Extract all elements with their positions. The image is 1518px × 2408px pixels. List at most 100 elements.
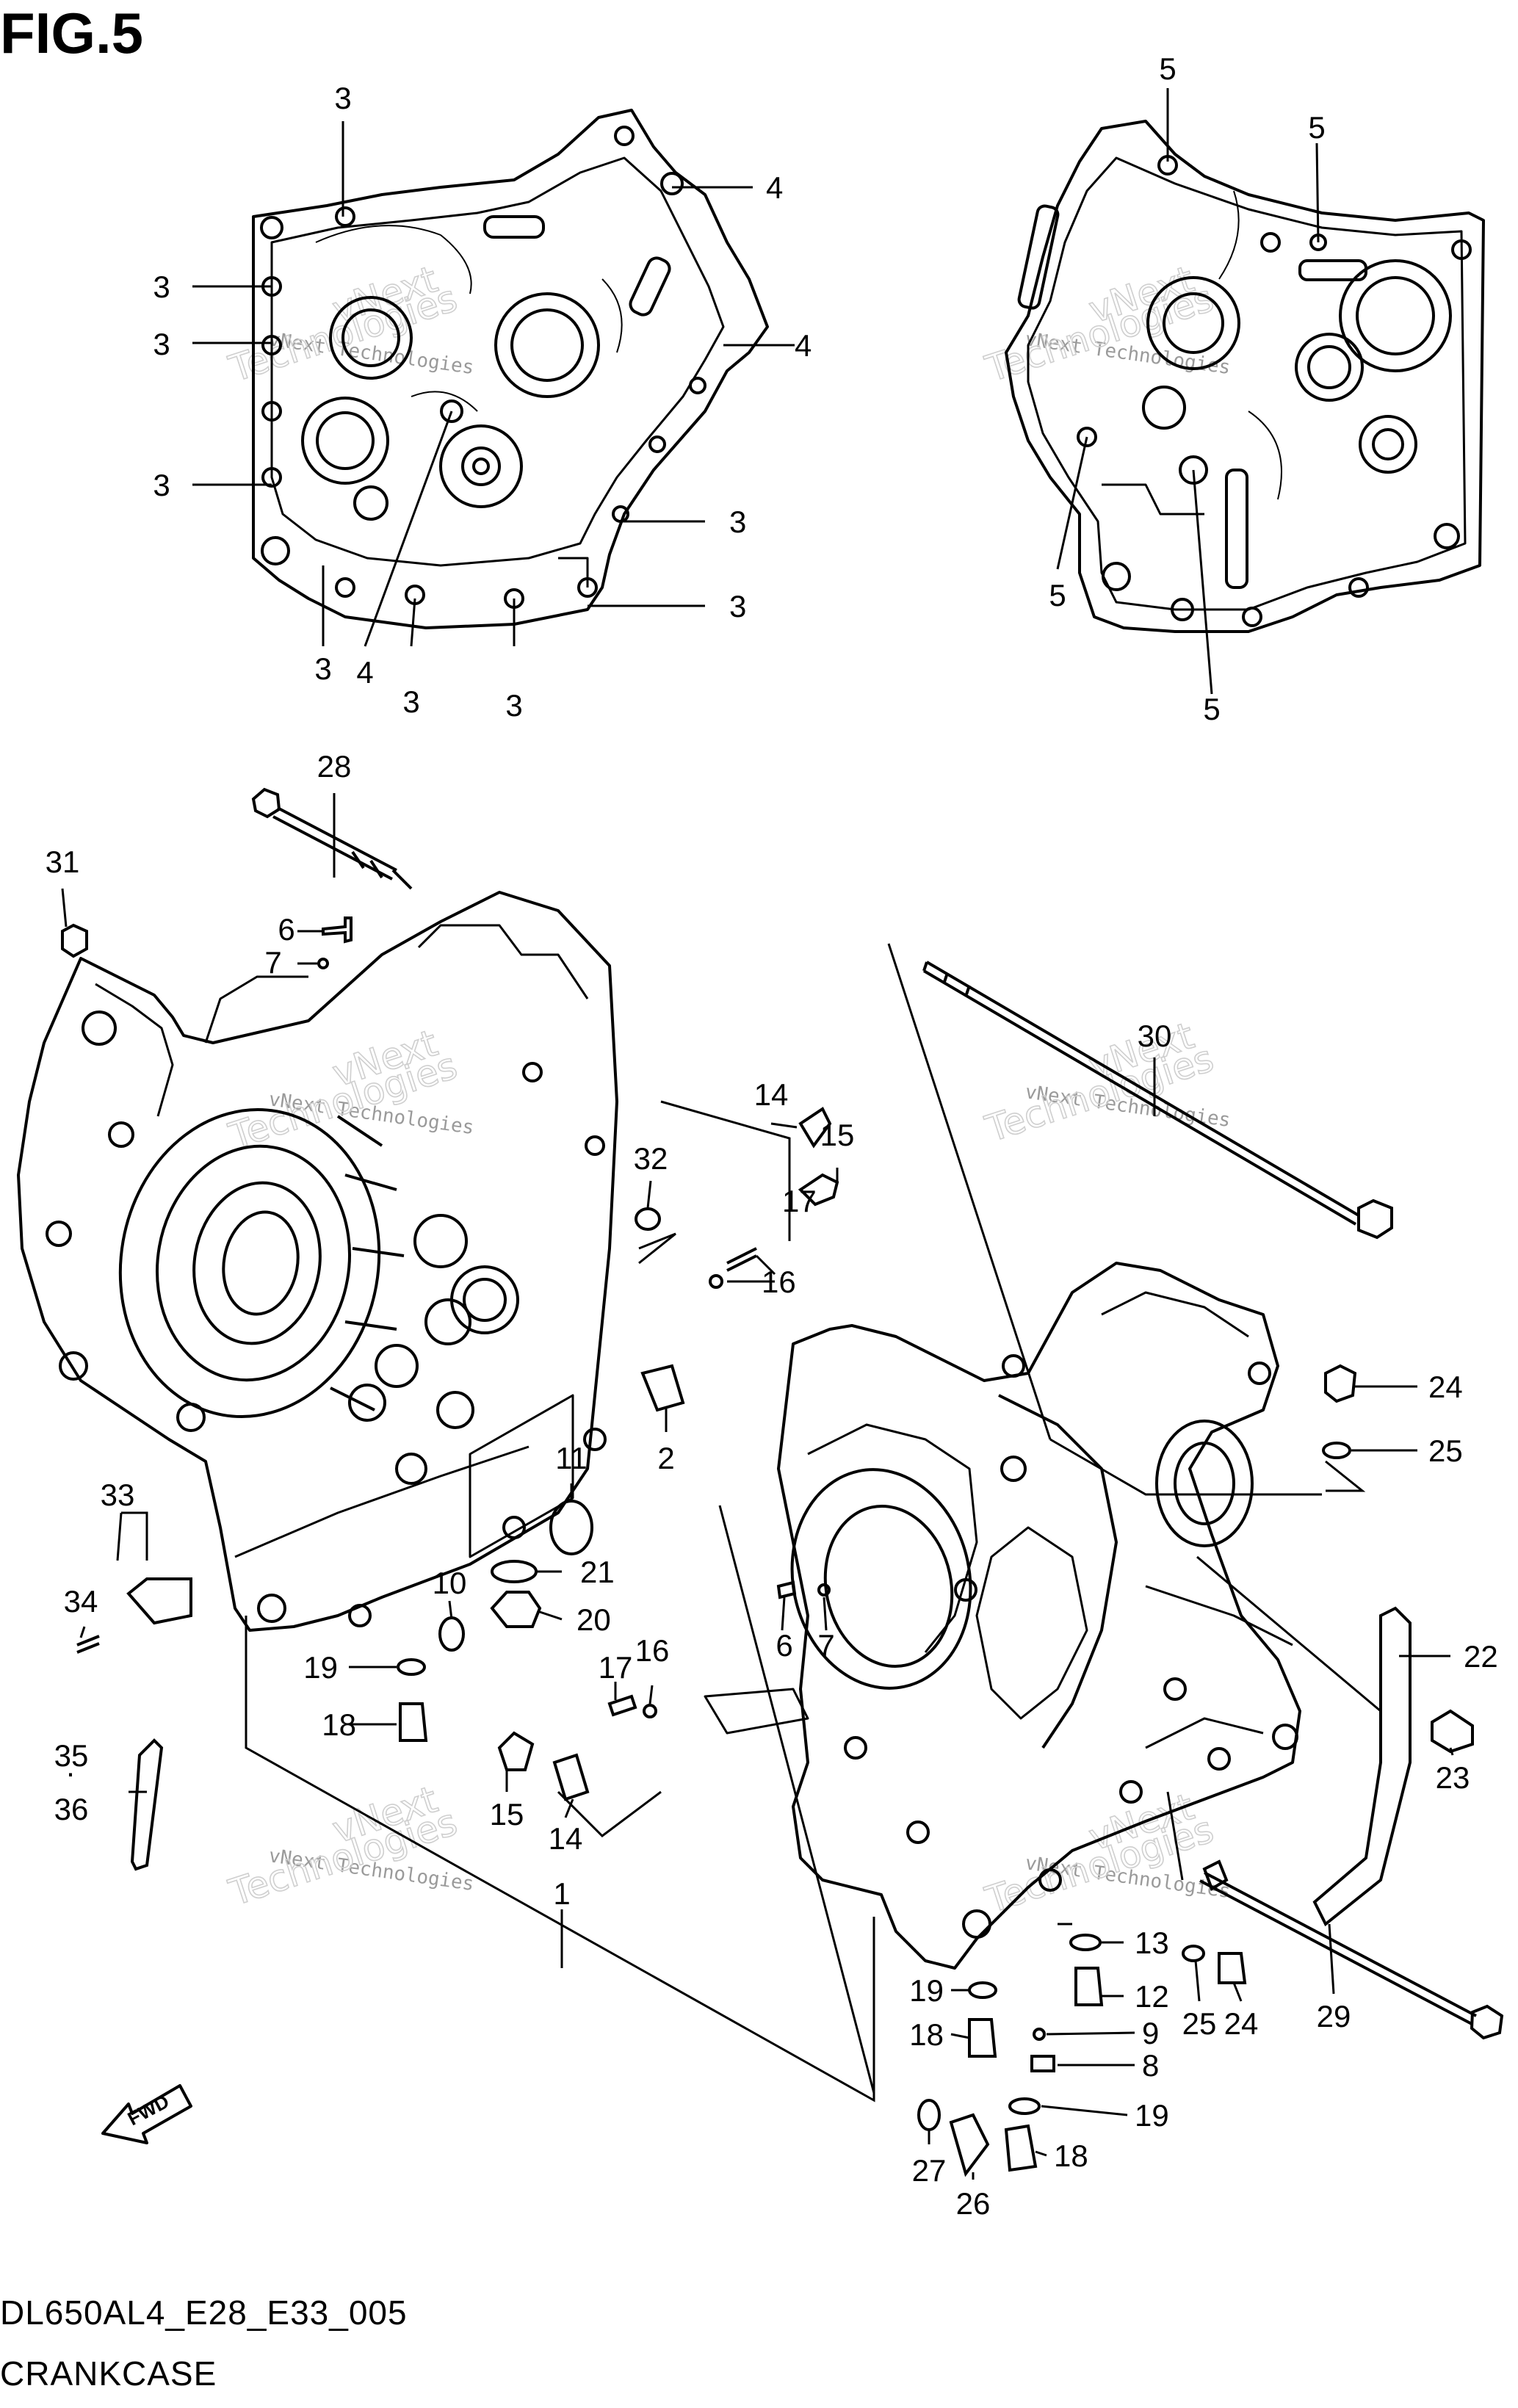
- callout-28: 28: [317, 749, 352, 784]
- washer-25a: [1322, 1442, 1351, 1459]
- jet-6-lower: [776, 1580, 797, 1599]
- callout-31: 31: [46, 845, 80, 879]
- callout-3: 3: [505, 688, 522, 723]
- callout-23: 23: [1436, 1760, 1470, 1795]
- callout-25: 25: [1428, 1433, 1463, 1468]
- callout-36: 36: [54, 1792, 89, 1826]
- jet-6-upper: [322, 916, 353, 944]
- callout-18: 18: [909, 2017, 944, 2052]
- callout-35: 35: [54, 1738, 89, 1773]
- callout-3: 3: [729, 505, 746, 539]
- callout-19: 19: [1135, 2098, 1169, 2133]
- callout-19: 19: [909, 1973, 944, 2008]
- figure-title: FIG.5: [0, 1, 144, 65]
- callout-5: 5: [1203, 692, 1220, 726]
- callout-30: 30: [1138, 1019, 1172, 1053]
- bolt-18c: [1004, 2124, 1038, 2172]
- callout-9: 9: [1142, 2016, 1159, 2050]
- right-case-inner-view: [1005, 120, 1485, 633]
- callout-18: 18: [322, 1707, 356, 1742]
- callout-25: 25: [1182, 2006, 1217, 2041]
- bolt-15-lower: [497, 1731, 535, 1771]
- fwd-arrow: FWD: [101, 2084, 192, 2144]
- callout-17: 17: [599, 1650, 633, 1685]
- callout-16: 16: [762, 1265, 796, 1299]
- callout-4: 4: [356, 655, 373, 690]
- clamp-35-36: [130, 1738, 164, 1871]
- callout-3: 3: [729, 589, 746, 623]
- callout-8: 8: [1142, 2048, 1159, 2083]
- jet-17-upper: [726, 1247, 757, 1272]
- jet-8: [1030, 2055, 1055, 2072]
- washer-25b: [1182, 1945, 1205, 1962]
- callout-11: 11: [555, 1441, 588, 1475]
- callout-34: 34: [64, 1584, 98, 1619]
- bolt-29: [1199, 1859, 1504, 2040]
- gasket-21: [491, 1560, 538, 1583]
- callout-7: 7: [817, 1628, 834, 1663]
- callout-13: 13: [1135, 1926, 1169, 1960]
- clamp-14-upper: [798, 1107, 832, 1149]
- callout-17: 17: [782, 1184, 817, 1218]
- callout-12: 12: [1135, 1979, 1169, 2014]
- washer-19a: [397, 1658, 426, 1676]
- washer-19b: [968, 1981, 997, 1999]
- small-parts: [61, 916, 1474, 2177]
- leader-lines: [61, 88, 1454, 2180]
- callout-21: 21: [580, 1555, 615, 1589]
- bolt-24b: [1218, 1952, 1247, 1984]
- figure-code: DL650AL4_E28_E33_005: [0, 2293, 408, 2332]
- sensor-33: [126, 1577, 192, 1625]
- callout-6: 6: [776, 1628, 792, 1663]
- plug-32: [635, 1207, 661, 1231]
- left-case-inner-view: [252, 109, 769, 629]
- plug-20: [490, 1591, 542, 1628]
- jet-17-lower: [607, 1694, 637, 1717]
- screw-34: [76, 1635, 100, 1654]
- washer-13: [1069, 1934, 1102, 1951]
- callout-18: 18: [1054, 2138, 1088, 2173]
- o-ring-16-upper: [709, 1274, 723, 1289]
- watermark-group: vNext Technologies Technologies vNext vN…: [223, 257, 1232, 1922]
- o-ring-9: [1033, 2028, 1046, 2041]
- bolt-24a: [1324, 1364, 1357, 1403]
- guide-22: [1312, 1606, 1412, 1927]
- callout-16: 16: [635, 1633, 670, 1668]
- bolt-28: [251, 787, 413, 890]
- o-ring-16-lower: [643, 1704, 657, 1718]
- callout-7: 7: [264, 945, 281, 980]
- o-ring-7-lower: [817, 1583, 831, 1597]
- callout-6: 6: [278, 912, 294, 947]
- callout-3: 3: [153, 468, 170, 502]
- callout-3: 3: [153, 327, 170, 361]
- bolt-18a: [399, 1702, 428, 1742]
- callout-24: 24: [1224, 2006, 1259, 2041]
- plug-26: [949, 2113, 990, 2177]
- callout-26: 26: [956, 2186, 991, 2221]
- bolt-15-upper: [798, 1173, 839, 1207]
- right-crankcase-half: [704, 1262, 1301, 1970]
- bolt-23: [1431, 1709, 1474, 1754]
- o-ring-11: [549, 1500, 593, 1555]
- callout-3: 3: [334, 81, 351, 115]
- callout-22: 22: [1464, 1639, 1498, 1674]
- bolt-30: [922, 961, 1393, 1240]
- callout-20: 20: [577, 1602, 611, 1637]
- callout-4: 4: [766, 170, 783, 205]
- callout-3: 3: [402, 684, 419, 719]
- callout-5: 5: [1159, 51, 1176, 86]
- callout-19: 19: [303, 1650, 338, 1685]
- assembly-lines: [245, 943, 1381, 2103]
- callout-33: 33: [101, 1478, 135, 1512]
- callout-5: 5: [1308, 110, 1325, 145]
- callout-24: 24: [1428, 1370, 1463, 1404]
- callout-3: 3: [153, 270, 170, 304]
- callout-1: 1: [553, 1876, 570, 1911]
- callout-2: 2: [657, 1441, 674, 1475]
- figure-name: CRANKCASE: [0, 2354, 217, 2393]
- washer-19c: [1008, 2097, 1041, 2115]
- callout-27: 27: [912, 2153, 947, 2188]
- callout-14: 14: [549, 1821, 583, 1856]
- callout-labels: 3 4 3 4 3 3 3 3 3 4 3 3 5 5 5 5 28 31 6 …: [46, 51, 1498, 2221]
